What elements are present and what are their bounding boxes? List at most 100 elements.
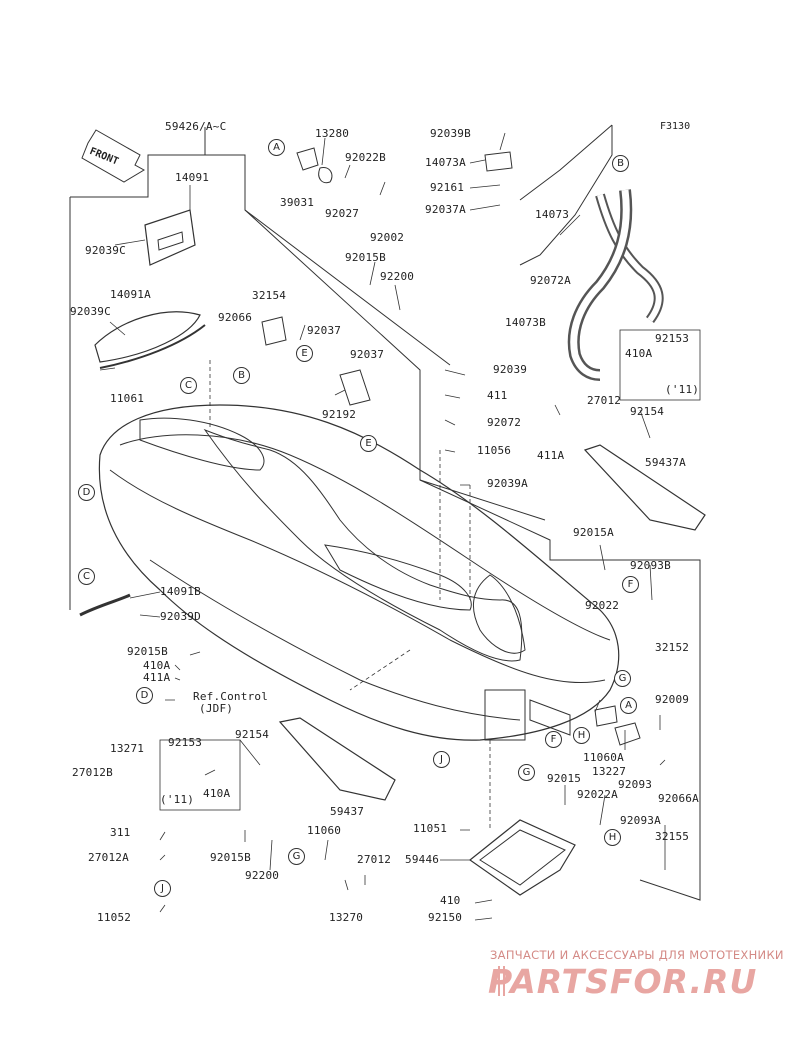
part-label[interactable]: 92150 [428,911,463,924]
part-label[interactable]: 14091A [110,288,151,301]
part-label[interactable]: 27012 [587,394,622,407]
part-label[interactable]: 92153 [168,736,203,749]
callout-marker[interactable]: B [233,367,250,384]
part-label[interactable]: 92037A [425,203,466,216]
callout-marker[interactable]: D [136,687,153,704]
part-label[interactable]: 92153 [655,332,690,345]
part-label[interactable]: 411 [487,389,508,402]
part-label[interactable]: 13227 [592,765,627,778]
callout-marker[interactable]: G [518,764,535,781]
part-label[interactable]: 92200 [380,270,415,283]
callout-marker[interactable]: F [545,731,562,748]
part-label[interactable]: 14091 [175,171,210,184]
callout-marker[interactable]: J [154,880,171,897]
part-label[interactable]: 92002 [370,231,405,244]
leader-lines [99,132,666,921]
part-label[interactable]: 59426/A~C [165,120,227,133]
callout-marker[interactable]: J [433,751,450,768]
callout-marker[interactable]: C [180,377,197,394]
part-label[interactable]: 92154 [630,405,665,418]
part-label[interactable]: 92037 [350,348,385,361]
part-label[interactable]: 92039B [430,127,471,140]
part-label[interactable]: 92039C [85,244,126,257]
callout-marker[interactable]: A [268,139,285,156]
part-label[interactable]: 92066 [218,311,253,324]
part-label[interactable]: ('11) [665,383,700,396]
part-label[interactable]: 92037 [307,324,342,337]
part-label[interactable]: 311 [110,826,131,839]
part-label[interactable]: 92015 [547,772,582,785]
fitting-32154 [261,316,287,346]
part-label[interactable]: 92192 [322,408,357,421]
part-label[interactable]: 92022 [585,599,620,612]
part-label[interactable]: 92022B [345,151,386,164]
part-label[interactable]: 92039C [70,305,111,318]
part-label[interactable]: 410A [203,787,231,800]
part-label[interactable]: 92039D [160,610,201,623]
part-label[interactable]: 59437A [645,456,686,469]
part-label[interactable]: 411A [537,449,565,462]
part-label[interactable]: 39031 [280,196,315,209]
part-label[interactable]: 92027 [325,207,360,220]
seal-11061 [99,324,206,369]
part-label[interactable]: 92039 [493,363,528,376]
part-label[interactable]: 14073B [505,316,546,329]
part-label[interactable]: 92072A [530,274,571,287]
part-label[interactable]: ('11) [160,793,195,806]
part-label[interactable]: 13270 [329,911,364,924]
part-label[interactable]: 92093A [620,814,661,827]
part-label[interactable]: 59446 [405,853,440,866]
part-label[interactable]: 14073 [535,208,570,221]
callout-marker[interactable]: B [612,155,629,172]
part-label[interactable]: 410A [625,347,653,360]
part-label[interactable]: Ref.Control [193,690,269,703]
part-label[interactable]: 13280 [315,127,350,140]
part-label[interactable]: 11061 [110,392,145,405]
part-label[interactable]: 27012B [72,766,113,779]
part-label[interactable]: 92009 [655,693,690,706]
part-label[interactable]: 11060A [583,751,624,764]
part-label[interactable]: 92154 [235,728,270,741]
part-label[interactable]: 11051 [413,822,448,835]
hose-14073-inner [597,194,662,322]
callout-marker[interactable]: C [78,568,95,585]
part-label[interactable]: 92093 [618,778,653,791]
callout-marker[interactable]: A [620,697,637,714]
callout-marker[interactable]: H [604,829,621,846]
part-label[interactable]: 11056 [477,444,512,457]
part-label[interactable]: 32155 [655,830,690,843]
part-label[interactable]: 92015B [127,645,168,658]
part-label[interactable]: 11060 [307,824,342,837]
part-label[interactable]: 14073A [425,156,466,169]
callout-marker[interactable]: F [622,576,639,593]
part-label[interactable]: 59437 [330,805,365,818]
part-label[interactable]: 92039A [487,477,528,490]
callout-marker[interactable]: E [360,435,377,452]
part-label[interactable]: 410A [143,659,171,672]
part-label[interactable]: 92072 [487,416,522,429]
part-label[interactable]: 92022A [577,788,618,801]
part-label[interactable]: (JDF) [199,702,234,715]
part-label[interactable]: 27012 [357,853,392,866]
part-label[interactable]: 13271 [110,742,145,755]
callout-marker[interactable]: G [288,848,305,865]
part-label[interactable]: 411A [143,671,171,684]
part-label[interactable]: 92066A [658,792,699,805]
part-label[interactable]: 92161 [430,181,465,194]
callout-marker[interactable]: H [573,727,590,744]
part-label[interactable]: 32154 [252,289,287,302]
part-label[interactable]: 92200 [245,869,280,882]
part-label[interactable]: 410 [440,894,461,907]
callout-marker[interactable]: G [614,670,631,687]
part-label[interactable]: 92015B [345,251,386,264]
part-label[interactable]: 27012A [88,851,129,864]
part-label[interactable]: 92015A [573,526,614,539]
part-label[interactable]: 11052 [97,911,132,924]
part-label[interactable]: 92093B [630,559,671,572]
callout-marker[interactable]: D [78,484,95,501]
cap-14073A [484,151,513,172]
part-label[interactable]: 32152 [655,641,690,654]
part-label[interactable]: 14091B [160,585,201,598]
callout-marker[interactable]: E [296,345,313,362]
part-label[interactable]: 92015B [210,851,251,864]
